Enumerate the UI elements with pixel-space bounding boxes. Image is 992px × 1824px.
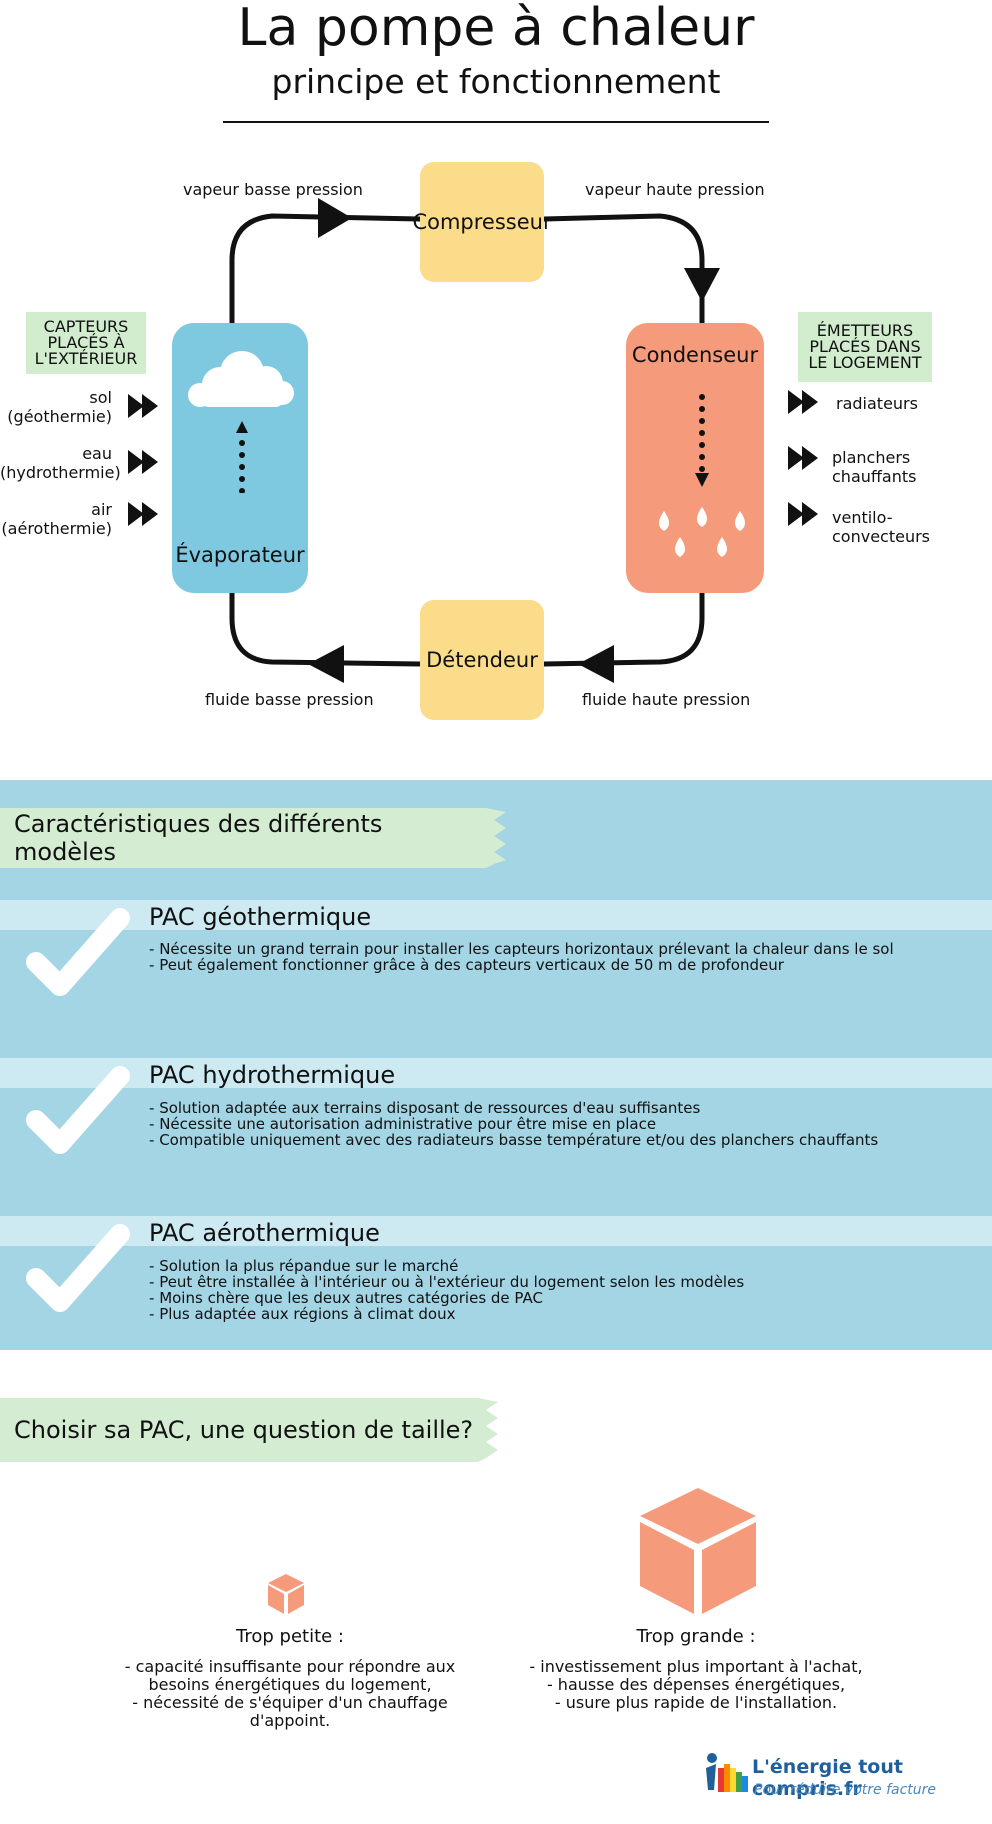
- model-1-strip: [0, 900, 992, 930]
- fast-forward-icon: [788, 446, 804, 470]
- fast-forward-icon: [788, 390, 804, 414]
- capteur-sol-line1: sol: [89, 388, 112, 407]
- loop-bottom-right: [541, 589, 705, 667]
- small-line: - nécessité de s'équiper d'un chauffage: [132, 1693, 448, 1712]
- large-description: - investissement plus important à l'acha…: [516, 1658, 876, 1712]
- capteur-eau-line2: (hydrothermie): [0, 463, 121, 482]
- checkmark-icon: [26, 1066, 130, 1154]
- condenseur-label: Condenseur: [631, 343, 759, 367]
- section1-heading: Caractéristiques des différents modèles: [0, 808, 486, 868]
- loop-top-left: [229, 213, 423, 326]
- model-2-title: PAC hydrothermique: [149, 1061, 396, 1089]
- capteur-sol-line2: (géothermie): [7, 407, 112, 426]
- title-divider: [223, 121, 769, 123]
- fast-forward-icon: [128, 394, 144, 418]
- cycle-loop: [229, 198, 720, 683]
- label-fluide-haute: fluide haute pression: [582, 690, 751, 709]
- ribbon-zigzag: [486, 808, 506, 868]
- model-3-strip: [0, 1216, 992, 1246]
- large-cube-icon: [640, 1488, 756, 1614]
- fast-forward-icon: [128, 502, 144, 526]
- condenseur-column: Condenseur: [626, 323, 764, 593]
- model-3-bullets: Solution la plus répandue sur le marché …: [149, 1258, 969, 1322]
- water-drops-icon: [659, 394, 745, 557]
- fast-forward-icon: [128, 450, 144, 474]
- model-1-bullet: Nécessite un grand terrain pour installe…: [149, 941, 969, 957]
- capteurs-tag: CAPTEURS PLACÉS À L'EXTÉRIEUR: [26, 312, 146, 374]
- compresseur-box: Compresseur: [412, 162, 552, 282]
- model-1-bullet: Peut également fonctionner grâce à des c…: [149, 957, 969, 973]
- checkmark-icon: [26, 908, 130, 996]
- emetteur-ventilo: ventilo- convecteurs: [832, 508, 930, 546]
- section2-heading: Choisir sa PAC, une question de taille?: [0, 1398, 478, 1462]
- capteur-air-line1: air: [91, 500, 112, 519]
- loop-bottom-left: [229, 589, 423, 667]
- arrow-left-bottom-left: [308, 645, 344, 683]
- model-2-bullets: Solution adaptée aux terrains disposant …: [149, 1100, 969, 1148]
- arrow-down-right: [684, 268, 720, 302]
- label-fluide-basse: fluide basse pression: [205, 690, 374, 709]
- loop-top-right: [541, 213, 705, 326]
- ribbon-zigzag: [478, 1398, 498, 1462]
- emetteurs-tag: ÉMETTEURS PLACÉS DANS LE LOGEMENT: [798, 312, 932, 382]
- page-title: La pompe à chaleur: [237, 0, 755, 58]
- emetteur-radiateurs: radiateurs: [836, 394, 918, 413]
- model-3-title: PAC aérothermique: [149, 1219, 380, 1247]
- emetteurs-arrows: [788, 390, 818, 526]
- large-line: - investissement plus important à l'acha…: [529, 1657, 863, 1676]
- cloud-icon: [188, 351, 294, 493]
- model-1-bullets: Nécessite un grand terrain pour installe…: [149, 941, 969, 973]
- logo-icon: [706, 1753, 748, 1792]
- capteur-sol: sol (géothermie): [0, 388, 112, 426]
- capteur-eau-line1: eau: [82, 444, 112, 463]
- emetteur-planchers-line1: planchers: [832, 448, 911, 467]
- large-line: - hausse des dépenses énergétiques,: [546, 1675, 846, 1694]
- capteur-air-line2: (aérothermie): [1, 519, 112, 538]
- model-3-bullet: Moins chère que les deux autres catégori…: [149, 1290, 969, 1306]
- page-subtitle: principe et fonctionnement: [271, 62, 721, 101]
- model-2-bullet: Nécessite une autorisation administrativ…: [149, 1116, 969, 1132]
- model-3-bullet: Solution la plus répandue sur le marché: [149, 1258, 969, 1274]
- small-line: d'appoint.: [249, 1711, 331, 1730]
- large-line: - usure plus rapide de l'installation.: [554, 1693, 838, 1712]
- small-description: - capacité insuffisante pour répondre au…: [110, 1658, 470, 1730]
- evaporateur-column: Évaporateur: [172, 323, 308, 593]
- large-caption: Trop grande :: [636, 1626, 756, 1647]
- evaporateur-label: Évaporateur: [175, 543, 305, 567]
- logo-name: L'énergie tout compris.fr: [752, 1756, 903, 1800]
- arrow-right-top: [318, 198, 352, 238]
- label-vapeur-basse: vapeur basse pression: [183, 180, 363, 199]
- emetteur-planchers: planchers chauffants: [832, 448, 916, 486]
- logo-tagline: Pour réduire votre facture: [754, 1782, 937, 1798]
- small-line: - capacité insuffisante pour répondre au…: [124, 1657, 456, 1676]
- emetteur-ventilo-line2: convecteurs: [832, 527, 931, 546]
- model-2-bullet: Solution adaptée aux terrains disposant …: [149, 1100, 969, 1116]
- model-2-bullet: Compatible uniquement avec des radiateur…: [149, 1132, 969, 1148]
- capteur-eau: eau (hydrothermie): [0, 444, 121, 482]
- detendeur-box: Détendeur: [420, 600, 544, 720]
- fast-forward-icon: [788, 502, 804, 526]
- model-1-title: PAC géothermique: [149, 903, 372, 931]
- checkmark-icon: [26, 1224, 130, 1312]
- emetteur-planchers-line2: chauffants: [832, 467, 917, 486]
- small-cube-icon: [268, 1574, 304, 1614]
- model-3-bullet: Peut être installée à l'intérieur ou à l…: [149, 1274, 969, 1290]
- small-caption: Trop petite :: [236, 1626, 344, 1647]
- small-line: besoins énergétiques du logement,: [148, 1675, 432, 1694]
- emetteur-ventilo-line1: ventilo-: [832, 508, 893, 527]
- arrow-left-bottom-right: [578, 645, 614, 683]
- label-vapeur-haute: vapeur haute pression: [585, 180, 765, 199]
- capteur-air: air (aérothermie): [0, 500, 112, 538]
- capteurs-arrows: [128, 394, 158, 526]
- model-3-bullet: Plus adaptée aux régions à climat doux: [149, 1306, 969, 1322]
- model-2-strip: [0, 1058, 992, 1088]
